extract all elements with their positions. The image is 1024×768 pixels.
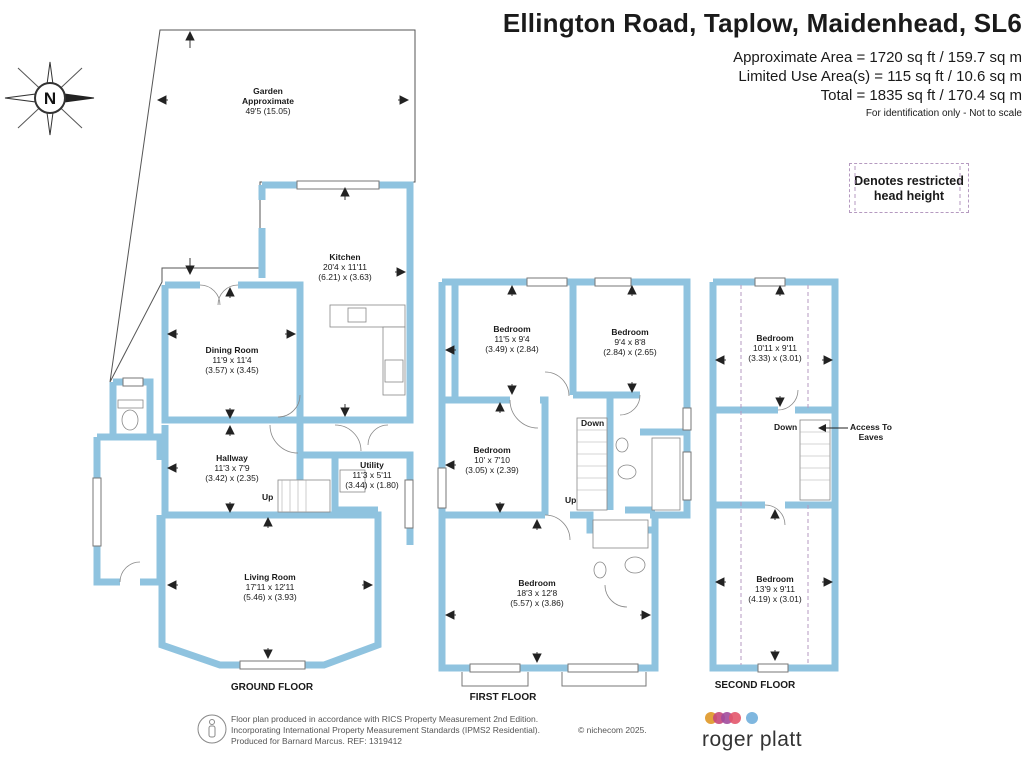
kitchen-dims: 20'4 x 11'11: [322, 262, 368, 272]
first-bed3-label: Bedroom 10' x 7'10 (3.05) x (2.39): [465, 445, 518, 475]
second-floor-walls: [709, 278, 839, 672]
kitchen-label: Kitchen 20'4 x 11'11 (6.21) x (3.63): [318, 252, 371, 282]
area-limited-use: Limited Use Area(s) = 115 sq ft / 10.6 s…: [738, 68, 1022, 85]
plan-title: Ellington Road, Taplow, Maidenhead, SL6: [502, 8, 1022, 38]
access-to-eaves: Access To Eaves: [850, 422, 892, 442]
first-bed1-metric: (3.49) x (2.84): [485, 344, 539, 354]
garden-name: Garden: [253, 86, 283, 96]
second-bed1-label: Bedroom 10'11 x 9'11 (3.33) x (3.01): [748, 333, 801, 363]
compass-rose-icon: [4, 61, 95, 136]
second-bed1-name: Bedroom: [756, 333, 794, 343]
hallway-dims: 11'3 x 7'9: [214, 463, 250, 473]
first-bed3-metric: (3.05) x (2.39): [465, 465, 519, 475]
first-bed1-name: Bedroom: [493, 324, 531, 334]
utility-name: Utility: [360, 460, 384, 470]
second-floor-label: SECOND FLOOR: [714, 680, 796, 691]
dining-dims: 11'9 x 11'4: [212, 355, 252, 365]
garden-label: Garden Approximate 49'5 (15.05): [242, 86, 294, 116]
hallway-metric: (3.42) x (2.35): [205, 473, 259, 483]
footer-line2: Incorporating International Property Mea…: [231, 725, 540, 735]
first-bed3-name: Bedroom: [473, 445, 511, 455]
scale-note: For identification only - Not to scale: [865, 108, 1022, 119]
second-bed2-name: Bedroom: [756, 574, 794, 584]
hallway-label: Hallway 11'3 x 7'9 (3.42) x (2.35): [205, 453, 258, 483]
first-bed2-metric: (2.84) x (2.65): [603, 347, 657, 357]
first-bed1-label: Bedroom 11'5 x 9'4 (3.49) x (2.84): [485, 324, 538, 354]
eaves-line1: Access To: [850, 422, 892, 432]
utility-dims: 11'3 x 5'11: [352, 470, 392, 480]
footer-line1: Floor plan produced in accordance with R…: [231, 714, 539, 724]
dining-metric: (3.57) x (3.45): [205, 365, 259, 375]
eaves-line2: Eaves: [858, 432, 884, 442]
area-total: Total = 1835 sq ft / 170.4 sq m: [820, 87, 1022, 104]
second-stairs-down: Down: [774, 422, 798, 432]
ground-stairs-up: Up: [262, 492, 274, 502]
first-stairs-up: Up: [565, 495, 577, 505]
first-bed4-name: Bedroom: [518, 578, 556, 588]
second-bed1-dims: 10'11 x 9'11: [752, 343, 798, 353]
area-approximate: Approximate Area = 1720 sq ft / 159.7 sq…: [733, 49, 1022, 66]
utility-metric: (3.44) x (1.80): [345, 480, 399, 490]
living-dims: 17'11 x 12'11: [245, 582, 295, 592]
brand-logo-text: roger platt: [702, 728, 803, 751]
first-floor-label: FIRST FLOOR: [469, 692, 537, 703]
footer-copyright: © nichecom 2025.: [578, 725, 647, 735]
second-bed2-dims: 13'9 x 9'11: [755, 584, 795, 594]
first-bed2-name: Bedroom: [611, 327, 649, 337]
compass-label: N: [44, 89, 56, 108]
garden-dims: 49'5 (15.05): [245, 106, 291, 116]
legend-line1: Denotes restricted: [854, 174, 964, 188]
first-bed2-dims: 9'4 x 8'8: [614, 337, 646, 347]
kitchen-metric: (6.21) x (3.63): [318, 272, 372, 282]
second-bed1-metric: (3.33) x (3.01): [748, 353, 802, 363]
legend-line2: head height: [873, 189, 945, 203]
first-bed2-label: Bedroom 9'4 x 8'8 (2.84) x (2.65): [603, 327, 656, 357]
living-name: Living Room: [244, 572, 296, 582]
first-bed1-dims: 11'5 x 9'4: [494, 334, 530, 344]
footer-text: Floor plan produced in accordance with R…: [231, 714, 540, 747]
second-bed2-metric: (4.19) x (3.01): [748, 594, 802, 604]
hallway-name: Hallway: [216, 453, 248, 463]
first-bed4-label: Bedroom 18'3 x 12'8 (5.57) x (3.86): [510, 578, 563, 608]
first-bed3-dims: 10' x 7'10: [474, 455, 510, 465]
dining-label: Dining Room 11'9 x 11'4 (3.57) x (3.45): [205, 345, 258, 375]
second-bed2-label: Bedroom 13'9 x 9'11 (4.19) x (3.01): [748, 574, 801, 604]
utility-label: Utility 11'3 x 5'11 (3.44) x (1.80): [345, 460, 398, 490]
living-label: Living Room 17'11 x 12'11 (5.46) x (3.93…: [243, 572, 296, 602]
first-bed4-metric: (5.57) x (3.86): [510, 598, 564, 608]
kitchen-name: Kitchen: [329, 252, 361, 262]
garden-outline: [109, 29, 416, 383]
dining-name: Dining Room: [205, 345, 259, 355]
footer-line3: Produced for Barnard Marcus. REF: 131941…: [231, 736, 403, 746]
first-stairs-down: Down: [581, 418, 605, 428]
restricted-height-legend: Denotes restricted head height: [849, 163, 969, 213]
first-bed4-dims: 18'3 x 12'8: [516, 588, 558, 598]
ground-floor-label: GROUND FLOOR: [230, 682, 314, 693]
living-metric: (5.46) x (3.93): [243, 592, 297, 602]
garden-name2: Approximate: [242, 96, 294, 106]
